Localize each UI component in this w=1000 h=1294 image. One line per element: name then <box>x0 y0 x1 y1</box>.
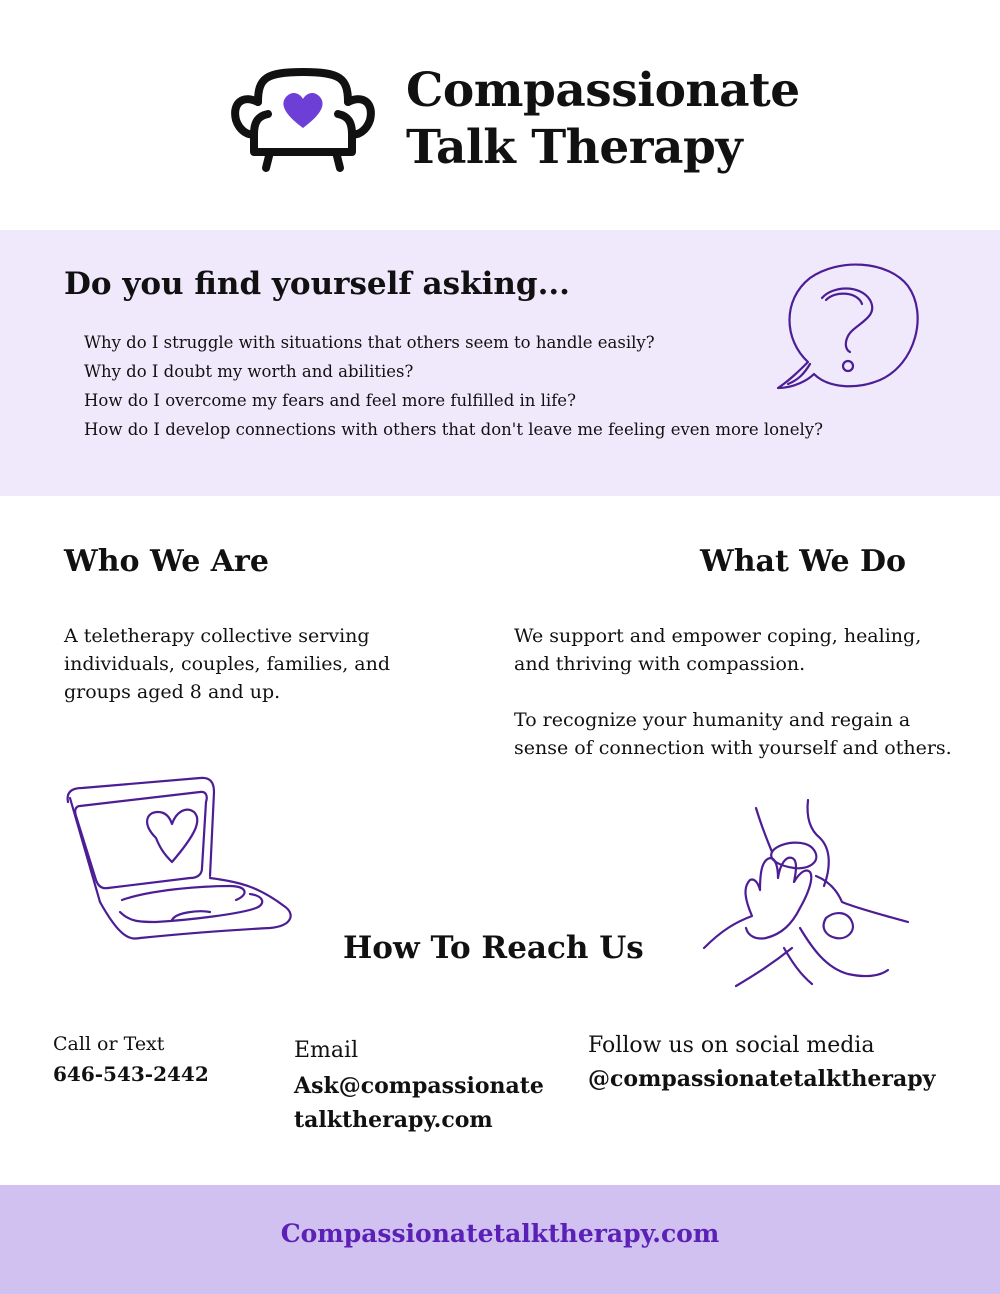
website-link[interactable]: Compassionatetalktherapy.com <box>280 1219 720 1248</box>
what-we-do-text-2: To recognize your humanity and regain a … <box>514 709 952 759</box>
laptop-heart-icon <box>66 776 292 940</box>
questions-list: Why do I struggle with situations that o… <box>84 328 823 444</box>
call-label: Call or Text <box>53 1033 165 1055</box>
speech-bubble-question-icon <box>776 263 919 390</box>
hands-icon <box>702 798 910 988</box>
who-we-are-heading: Who We Are <box>64 544 269 579</box>
brand-title-line2: Talk Therapy <box>406 120 743 175</box>
email-address[interactable]: Ask@compassionate talktherapy.com <box>294 1069 584 1137</box>
what-we-do-text-1: We support and empower coping, healing, … <box>514 625 922 675</box>
brand-title: Compassionate Talk Therapy <box>406 62 800 176</box>
questions-band <box>0 230 1000 496</box>
social-handle[interactable]: @compassionatetalktherapy <box>588 1066 936 1092</box>
question-item: Why do I doubt my worth and abilities? <box>84 362 414 381</box>
questions-heading: Do you find yourself asking... <box>64 266 570 302</box>
how-to-reach-us-heading: How To Reach Us <box>343 930 644 966</box>
question-item: Why do I struggle with situations that o… <box>84 333 655 352</box>
email-label: Email <box>294 1038 359 1063</box>
email-address-line1: Ask@compassionate <box>294 1073 544 1099</box>
phone-number[interactable]: 646-543-2442 <box>53 1062 209 1086</box>
question-item: How do I develop connections with others… <box>84 420 823 439</box>
what-we-do-heading: What We Do <box>700 544 907 579</box>
who-we-are-text: A teletherapy collective serving individ… <box>64 625 391 703</box>
email-address-line2: talktherapy.com <box>294 1107 493 1133</box>
footer-band <box>0 1185 1000 1294</box>
brand-title-line1: Compassionate <box>406 63 800 118</box>
armchair-heart-icon <box>231 68 375 172</box>
question-item: How do I overcome my fears and feel more… <box>84 391 576 410</box>
social-label: Follow us on social media <box>588 1033 875 1058</box>
